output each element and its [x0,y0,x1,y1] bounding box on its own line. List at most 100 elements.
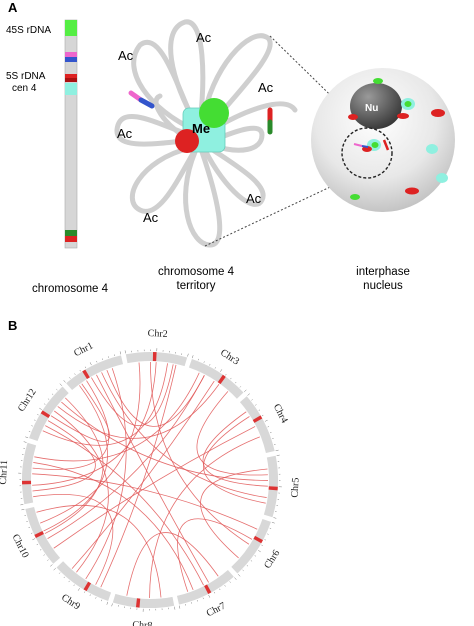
scale-tick [225,374,227,376]
scale-tick [230,377,232,380]
chromosome-label-3: Chr3 [218,347,241,367]
synteny-link [200,468,268,559]
synteny-link [91,364,174,426]
centromere-mark [34,530,44,539]
scale-tick [23,441,27,443]
chromosome-segment-10 [25,506,61,564]
centromere-mark [204,584,212,595]
scale-tick [251,399,253,401]
scale-tick [101,599,103,602]
chromosome-segment-9 [56,561,112,601]
chromosome-segment-1 [66,355,124,391]
scale-tick [267,426,270,428]
scale-tick [239,386,241,388]
chromosome-label-9: Chr9 [59,592,82,612]
scale-tick [89,362,92,366]
scale-tick [44,403,46,405]
scale-tick [59,383,63,386]
scale-tick [77,588,80,591]
chromosome-label-2: Chr2 [147,328,168,340]
label-cen4: cen 4 [12,83,37,94]
panel-a-letter: A [8,0,18,15]
scale-tick [261,415,264,417]
scale-tick [85,366,87,369]
synteny-link [71,380,215,569]
synteny-link [100,364,177,588]
chromosome-label-5: Chr5 [290,477,302,498]
scale-tick [242,569,244,571]
scale-tick [96,360,98,363]
scale-tick [30,532,33,534]
scale-tick [244,389,247,393]
synteny-link [32,473,258,530]
synteny-link [45,425,204,586]
caption-nucleus-line2: nucleus [363,280,403,292]
scale-tick [203,361,205,363]
synteny-link [101,372,267,498]
scale-tick [229,581,231,583]
scale-tick [111,603,113,607]
centromere-mark [40,410,51,419]
chromosome-label-6: Chr6 [262,548,282,571]
label-5s-rdna: 5S rDNA [6,71,46,82]
scale-tick [28,431,31,433]
scale-tick [174,606,176,610]
scale-tick [187,353,189,357]
scale-tick [197,358,199,361]
centromere-mark [253,535,263,544]
scale-tick [119,351,121,355]
synteny-link [57,384,220,439]
chromosome-segment-2 [125,352,188,367]
synteny-link [196,391,268,476]
synteny-link [43,385,108,532]
caption-chromosome-4: chromosome 4 [32,283,109,295]
label-nu: Nu [365,103,378,114]
centromere-mark [83,581,92,592]
scale-tick [196,600,198,602]
chromosome-label-11: Chr11 [0,460,10,485]
scale-tick [59,572,61,574]
scale-tick [214,367,216,369]
synteny-link [33,462,194,590]
scale-tick [258,550,261,553]
panel-b-letter: B [8,318,17,333]
synteny-link [203,416,266,504]
label-45s-rdna: 45S rDNA [6,25,51,36]
scale-tick [63,380,66,383]
scale-tick [89,594,91,596]
centromere-mark [217,374,226,385]
scale-tick [219,588,221,591]
zoom-line-top [269,35,363,127]
scale-tick [250,560,253,562]
scale-tick [39,549,42,551]
scale-tick [267,533,269,535]
scale-tick [68,580,70,583]
scale-tick [47,398,50,400]
scale-tick [261,544,263,546]
centromere-mark [22,480,32,485]
territory-loops [114,19,298,248]
scale-tick [254,555,256,557]
scale-tick [31,425,33,427]
scale-tick [224,585,226,587]
scale-tick [73,584,75,586]
scale-tick [79,369,81,372]
scale-tick [213,591,215,594]
synteny-link [32,420,96,492]
interphase-nucleus [311,68,455,212]
scale-tick [264,539,266,541]
synteny-link [40,362,141,524]
label-ac-3: Ac [258,80,274,95]
synteny-link [54,410,109,573]
chromosome-segment-11 [21,442,37,505]
synteny-link [36,504,162,598]
label-ac-1: Ac [118,48,134,63]
chromosome-label-4: Chr4 [271,402,290,425]
synteny-link [177,518,253,592]
chromosome-segment-6 [231,518,271,574]
scale-tick [34,419,36,421]
scale-tick [202,597,204,600]
scale-tick [32,538,36,541]
scale-tick [235,381,237,384]
